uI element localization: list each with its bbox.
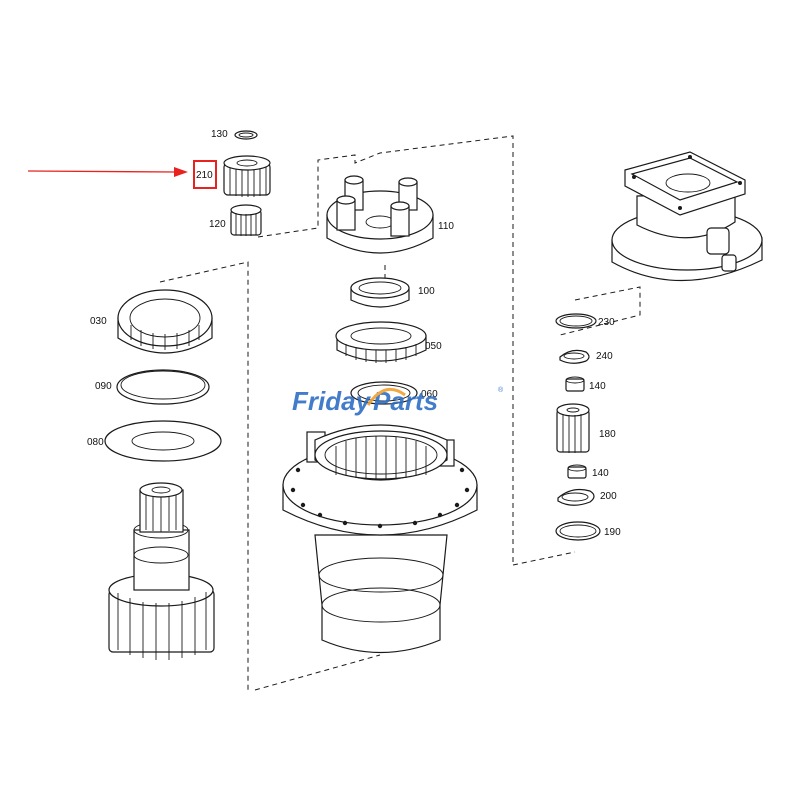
bearing-140-upper — [565, 376, 585, 392]
watermark-registered-mark: ® — [498, 386, 504, 394]
label-060: 060 — [421, 389, 438, 400]
label-050: 050 — [425, 341, 442, 352]
label-230: 230 — [598, 317, 615, 328]
main-housing — [282, 424, 478, 654]
label-180: 180 — [599, 429, 616, 440]
circlip-240 — [559, 349, 590, 364]
label-240: 240 — [596, 351, 613, 362]
label-140-upper: 140 — [589, 381, 606, 392]
highlight-box-210 — [193, 160, 217, 189]
label-130: 130 — [211, 129, 228, 140]
label-200: 200 — [600, 491, 617, 502]
carrier-pin — [336, 195, 356, 231]
pinion-shaft — [108, 482, 215, 660]
o-ring-090 — [116, 369, 210, 405]
circlip-200 — [557, 488, 595, 506]
roller-bearing-050 — [335, 321, 427, 363]
label-190: 190 — [604, 527, 621, 538]
bearing-140-lower — [567, 464, 587, 479]
carrier-pin — [390, 201, 410, 237]
label-030: 030 — [90, 316, 107, 327]
label-110: 110 — [438, 221, 454, 232]
watermark-swoosh — [366, 387, 406, 406]
ring-100 — [350, 277, 410, 308]
label-140-lower: 140 — [592, 468, 609, 479]
part-labels: 130 210 120 110 100 050 060 030 090 080 … — [87, 129, 621, 538]
seal-060 — [350, 381, 418, 405]
hydraulic-motor — [611, 151, 763, 282]
planet-gear-210 — [223, 155, 271, 197]
highlight-arrow — [27, 167, 188, 177]
label-080: 080 — [87, 437, 104, 448]
label-210: 210 — [196, 170, 213, 181]
assembly-guide-lines — [159, 135, 641, 691]
needle-bearing-120 — [230, 204, 262, 236]
label-090: 090 — [95, 381, 112, 392]
thrust-washer-080 — [104, 420, 222, 462]
gear-180 — [556, 403, 590, 453]
roller-bearing-030 — [117, 289, 213, 354]
planet-carrier-110 — [326, 175, 434, 254]
snap-ring-190 — [555, 521, 601, 541]
watermark-part1: Friday — [292, 386, 372, 416]
snap-ring-130 — [234, 130, 258, 140]
label-120: 120 — [209, 219, 226, 230]
snap-ring-230 — [555, 313, 597, 329]
label-100: 100 — [418, 286, 435, 297]
